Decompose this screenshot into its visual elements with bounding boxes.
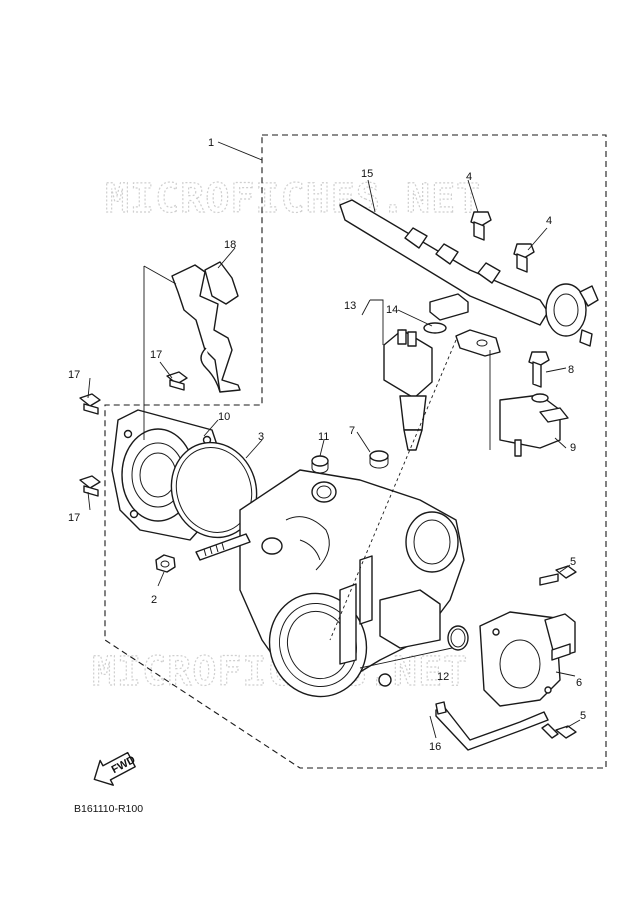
bolt-part-8 (528, 351, 550, 403)
callout-7: 7 (349, 425, 355, 437)
fuel-injector-part-13 (383, 329, 433, 451)
callout-4-upper: 4 (466, 171, 472, 183)
callout-18: 18 (224, 239, 236, 251)
callout-16: 16 (429, 741, 441, 753)
injector-seal-part-7 (369, 450, 389, 469)
callout-13: 13 (344, 300, 356, 312)
callout-14: 14 (386, 304, 398, 316)
callout-8: 8 (568, 364, 574, 376)
o-ring-part-12 (447, 625, 469, 651)
callout-2: 2 (151, 594, 157, 606)
screw-part-4-lower (513, 243, 535, 273)
fwd-arrow-icon: FWD (93, 751, 137, 786)
leader-lines (87, 141, 581, 739)
callout-10: 10 (218, 411, 230, 423)
screw-part-4-upper (470, 211, 492, 241)
callout-17-a: 17 (150, 349, 162, 361)
cap-part-11 (311, 455, 329, 474)
callout-11: 11 (318, 431, 329, 443)
callout-6: 6 (576, 677, 582, 689)
pressure-sensor-part-9 (499, 394, 569, 457)
screw-part-17-c (79, 475, 101, 497)
callout-4-lower: 4 (546, 215, 552, 227)
screw-part-17-a (166, 371, 188, 391)
gasket-part-3 (170, 441, 258, 539)
callout-12: 12 (437, 671, 449, 683)
throttle-body (239, 469, 465, 698)
injector-o-ring-part-14 (423, 293, 469, 334)
screw-part-5-upper (539, 565, 577, 586)
callout-3: 3 (258, 431, 264, 443)
nut-part-2 (155, 554, 176, 573)
callout-17-b: 17 (68, 369, 80, 381)
watermark-top: MICROFICHES.NET (105, 176, 481, 222)
callout-9: 9 (570, 442, 576, 454)
callout-15: 15 (361, 168, 373, 180)
callout-17-c: 17 (68, 512, 80, 524)
callout-1: 1 (208, 137, 214, 149)
diagram-code: B161110-R100 (74, 803, 143, 815)
fuel-rail-part-15 (339, 199, 599, 357)
hose-part-16 (435, 701, 549, 751)
assembly-boundary (104, 134, 607, 769)
stud-bolt (195, 533, 251, 561)
screw-part-17-b (79, 393, 101, 415)
clip-part-18 (171, 261, 241, 393)
callout-5-upper: 5 (570, 556, 576, 568)
throttle-position-sensor-part-6 (479, 611, 576, 707)
callout-5-lower: 5 (580, 710, 586, 722)
screw-part-5-lower (541, 723, 577, 739)
